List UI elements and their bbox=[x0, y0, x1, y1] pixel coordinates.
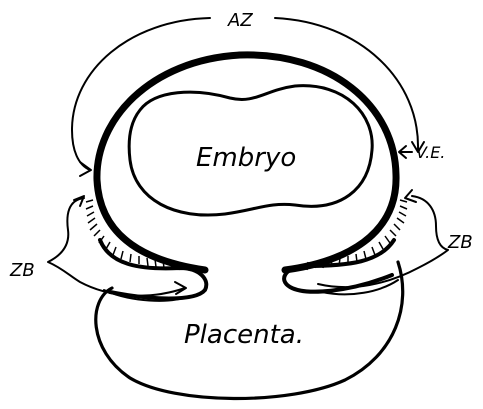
zb-left-arrowhead-bottom bbox=[175, 282, 186, 294]
ve-label: V.E. bbox=[416, 143, 445, 162]
az-label: AZ bbox=[227, 10, 253, 31]
zb-left-bracket bbox=[48, 198, 185, 296]
az-arrowhead-left bbox=[80, 162, 91, 176]
embryo-label: Embryo bbox=[196, 143, 296, 173]
zb-left-label: ZB bbox=[9, 260, 35, 281]
placenta-label: Placenta. bbox=[184, 320, 304, 350]
zb-right-bracket bbox=[318, 196, 448, 287]
zb-right-label: ZB bbox=[447, 232, 473, 253]
